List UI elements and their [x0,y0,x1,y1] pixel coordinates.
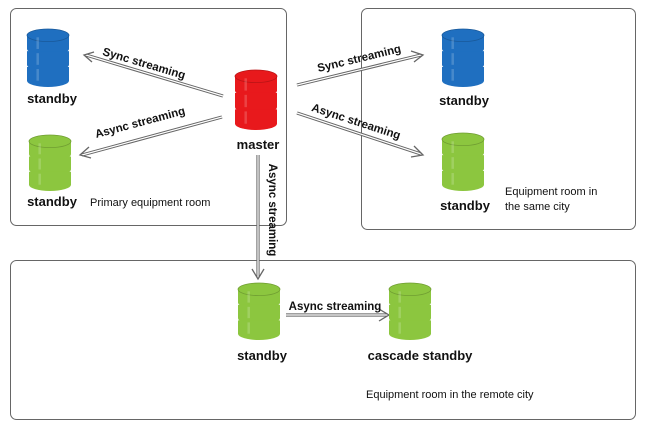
edge-label-async-cascade: Async streaming [289,301,382,313]
primary-room-box [10,8,287,226]
edge-async-left [78,115,223,159]
edge-label-async-down: Async streaming [266,164,278,257]
edge-async-down [251,155,265,281]
database-icon-cascade-standby [388,282,432,340]
database-icon-standby-primary-async [28,134,72,191]
node-label-standby-same-city-sync: standby [439,93,490,108]
node-label-standby-primary-sync: standby [27,91,78,106]
room-label-same-city-line-2: the same city [505,201,570,213]
room-label-primary: Primary equipment room [90,197,210,209]
edge-label-async-left: Async streaming [94,105,187,141]
database-icon-standby-same-city-async [441,132,485,191]
node-label-cascade-standby: cascade standby [368,348,474,363]
same-city-room-box [361,8,636,230]
database-icon-standby-primary-sync [26,28,70,87]
database-icon-master [234,69,278,130]
node-label-standby-same-city-async: standby [440,198,491,213]
edge-sync-left [82,51,224,98]
database-icon-standby-same-city-sync [441,28,485,87]
room-label-same-city-line-1: Equipment room in [505,186,597,198]
remote-city-room-box [10,260,636,420]
room-label-remote-city: Equipment room in the remote city [366,389,534,401]
edge-async-right [296,111,425,158]
node-label-standby-primary-async: standby [27,194,78,209]
edge-sync-right [296,50,425,87]
node-label-standby-remote: standby [237,348,288,363]
node-label-master: master [237,137,280,152]
database-icon-standby-remote [237,282,281,340]
